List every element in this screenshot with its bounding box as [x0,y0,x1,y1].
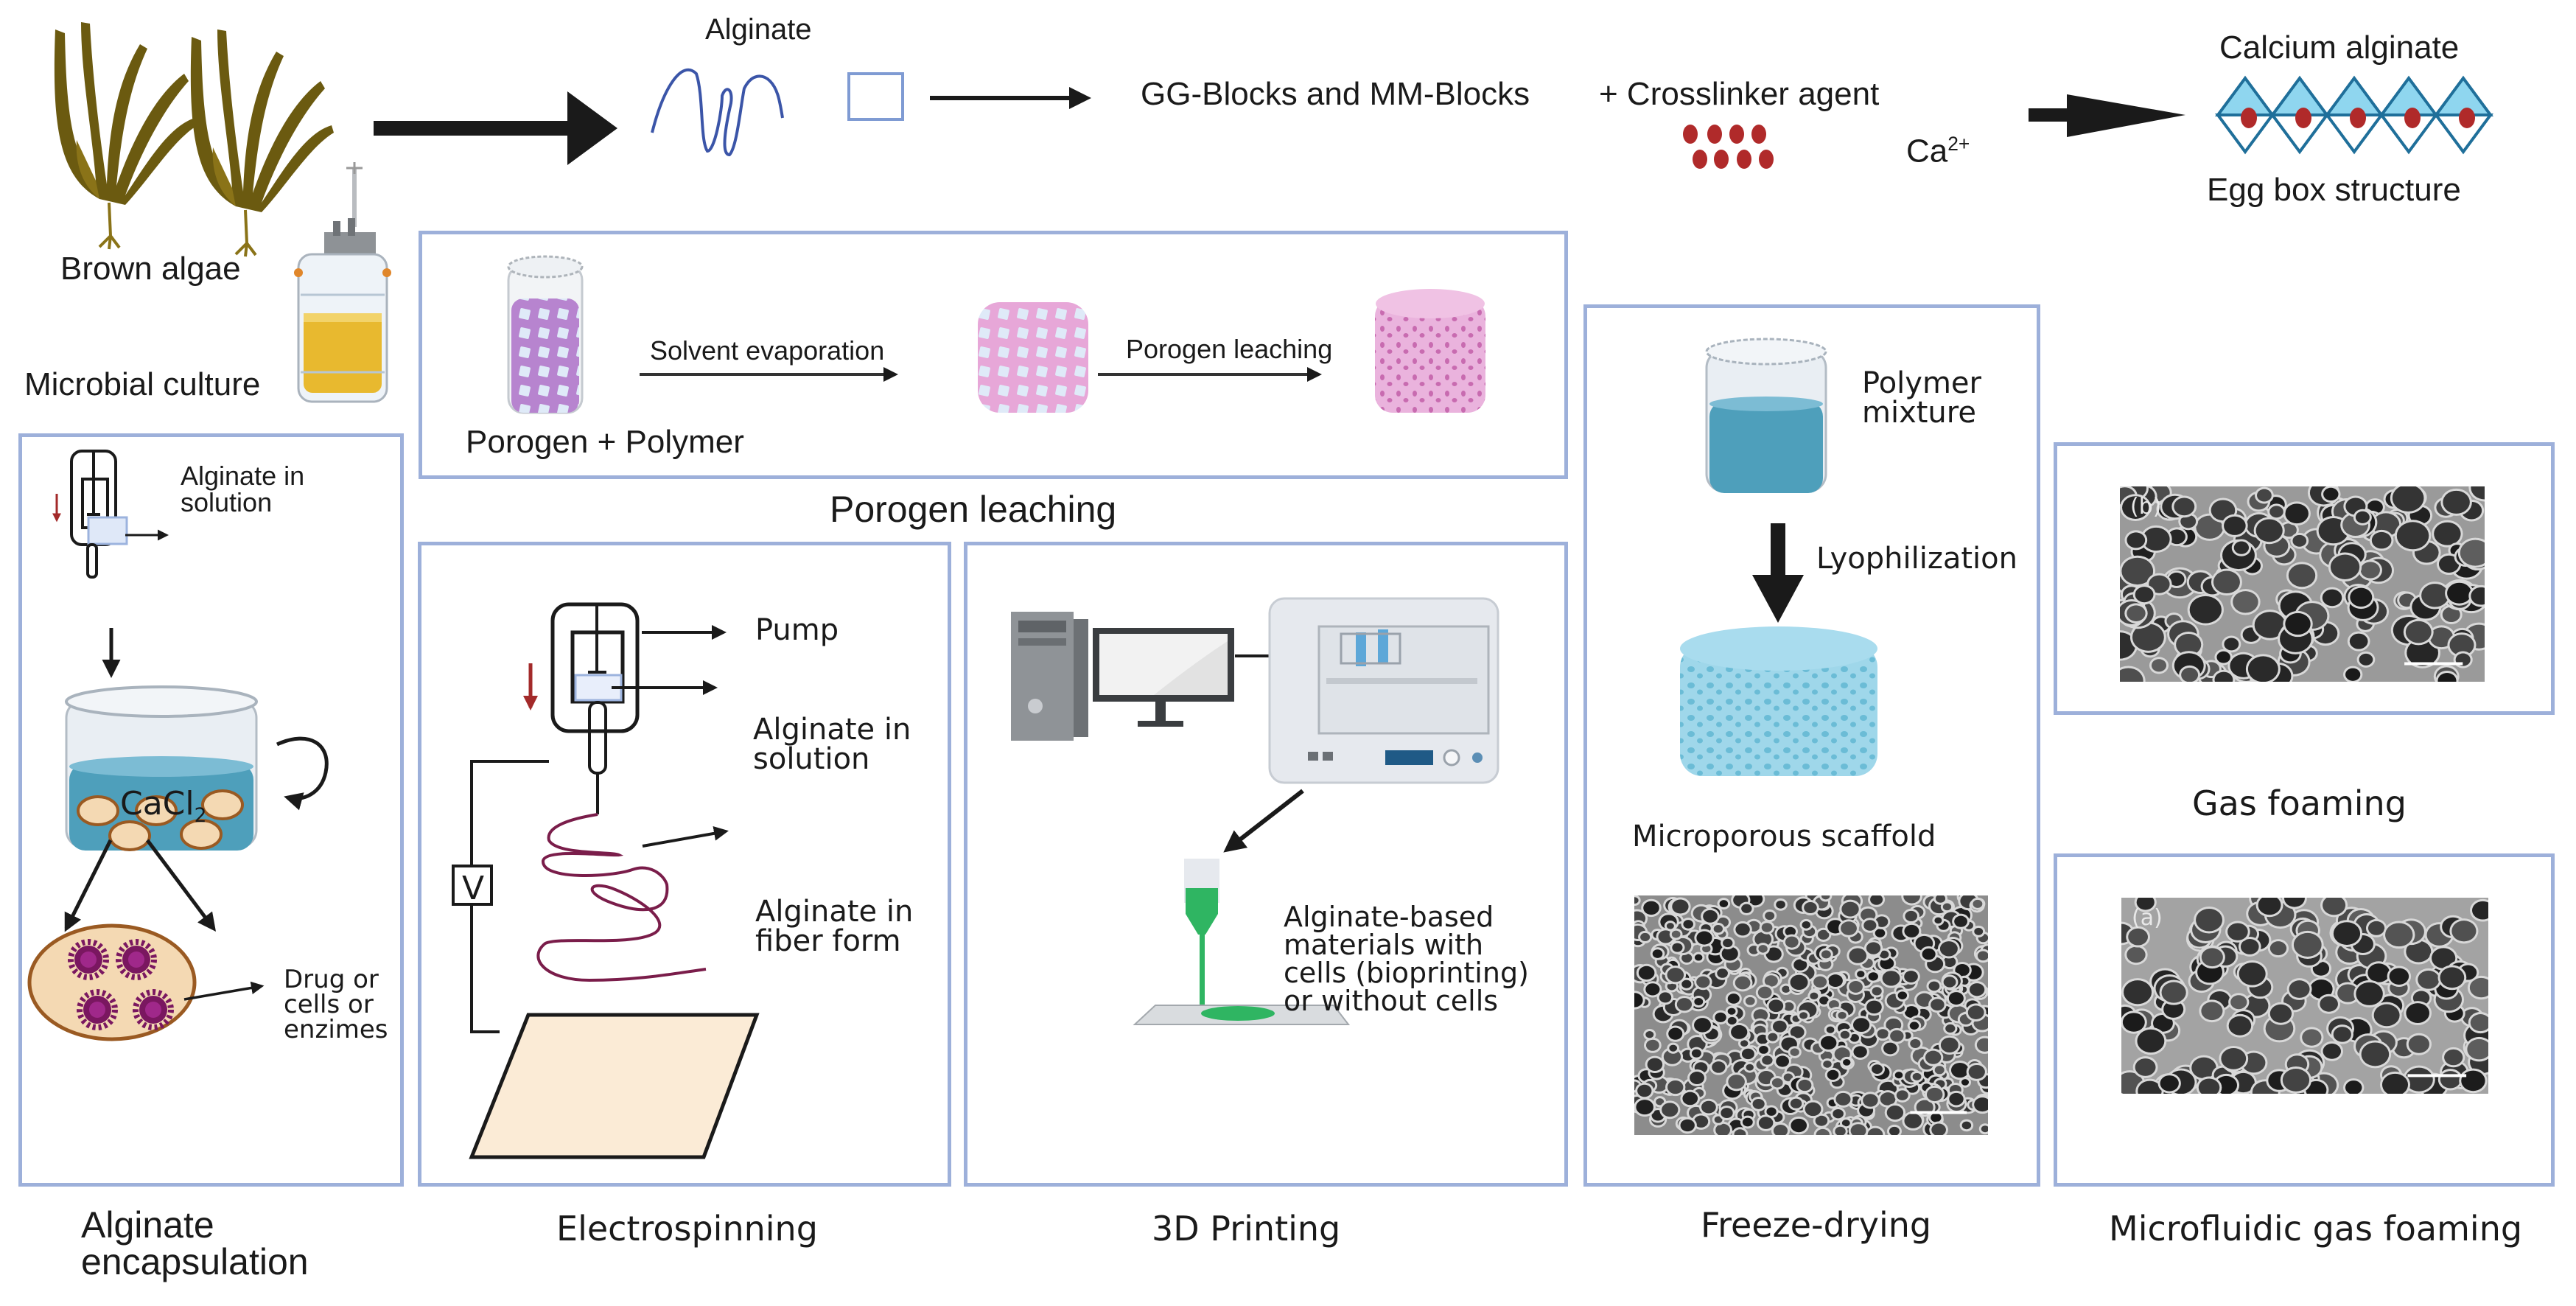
crosslinker-label: + Crosslinker agent [1599,76,1880,112]
egg-box-lower-half [2269,114,2330,155]
calcium-ion-label: Ca2+ [1906,133,1970,170]
egg-box-structure-label: Egg box structure [2207,172,2461,208]
printing-title: 3D Printing [1152,1209,1341,1249]
solvent-evaporation-label: Solvent evaporation [650,335,885,366]
microbial-culture-label: Microbial culture [24,366,261,402]
egg-box-lower-half [2324,114,2384,155]
printing-panel [964,542,1568,1187]
brown-algae-icon [54,22,334,257]
encapsulation-syringe-label: Alginate in solution [181,461,305,517]
freeze-drying-title: Freeze-drying [1701,1205,1932,1245]
bioreactor-icon [294,162,391,403]
egg-box-calcium-ion [2459,108,2475,128]
egg-box-calcium-ion [2241,108,2257,128]
printing-output-label: Alginate-based materials with cells (bio… [1284,901,1529,1017]
egg-box-upper-half [2433,75,2493,116]
cacl2-subscript: 2 [194,803,207,827]
egg-box-lower-half [2215,114,2275,155]
fiber-form-label: Alginate in fiber form [755,895,914,958]
egg-box-structure-icon [2215,75,2493,155]
alginate-label: Alginate [705,13,812,46]
calcium-ion-charge: 2+ [1947,133,1970,155]
egg-box-calcium-ion [2295,108,2311,128]
payload-label: Drug or cells or enzimes [284,965,388,1044]
microfluidic-sem-image: (a) [2121,898,2488,1094]
electrospinning-title: Electrospinning [556,1209,818,1249]
egg-box-calcium-ion [2350,108,2366,128]
crosslink-arrow [2029,94,2185,137]
porogen-polymer-label: Porogen + Polymer [466,424,744,460]
calcium-alginate-label: Calcium alginate [2219,29,2460,66]
lyophilization-label: Lyophilization [1816,542,2017,576]
encapsulation-title: Alginate encapsulation [81,1204,309,1282]
cacl2-label: CaCl2 [120,785,206,827]
gg-mm-blocks-label: GG-Blocks and MM-Blocks [1141,76,1530,112]
egg-box-lower-half [2433,114,2493,155]
egg-box-upper-half [2215,75,2275,116]
calcium-ions-icon [1683,125,1774,169]
egg-box-calcium-ion [2404,108,2421,128]
encapsulation-panel [18,433,404,1187]
microfluidic-image-tag: (a) [2132,905,2163,931]
cacl2-symbol: CaCl [120,785,195,823]
egg-box-upper-half [2324,75,2384,116]
electrospinning-solution-label: Alginate in solution [753,713,911,776]
pump-label: Pump [755,613,839,647]
microfluidic-gas-foaming-title: Microfluidic gas foaming [2109,1209,2523,1249]
porogen-leaching-title: Porogen leaching [830,489,1117,530]
freeze-drying-sem-image [1634,895,1988,1135]
electrospinning-panel [418,542,951,1187]
egg-box-lower-half [2379,114,2439,155]
gas-foaming-title: Gas foaming [2192,783,2407,823]
egg-box-upper-half [2379,75,2439,116]
porogen-leaching-step-label: Porogen leaching [1126,334,1333,364]
brown-algae-label: Brown algae [60,251,241,287]
gas-foaming-image-tag: (b) [2130,494,2162,520]
gas-foaming-sem-image: (b) [2120,486,2485,682]
voltage-label: V [462,870,485,907]
microporous-scaffold-label: Microporous scaffold [1632,820,1936,853]
polymer-mixture-label: Polymer mixture [1862,366,1981,430]
egg-box-upper-half [2269,75,2330,116]
calcium-ion-symbol: Ca [1906,133,1948,170]
extraction-arrow [374,91,617,165]
alginate-chain-icon [651,68,904,157]
